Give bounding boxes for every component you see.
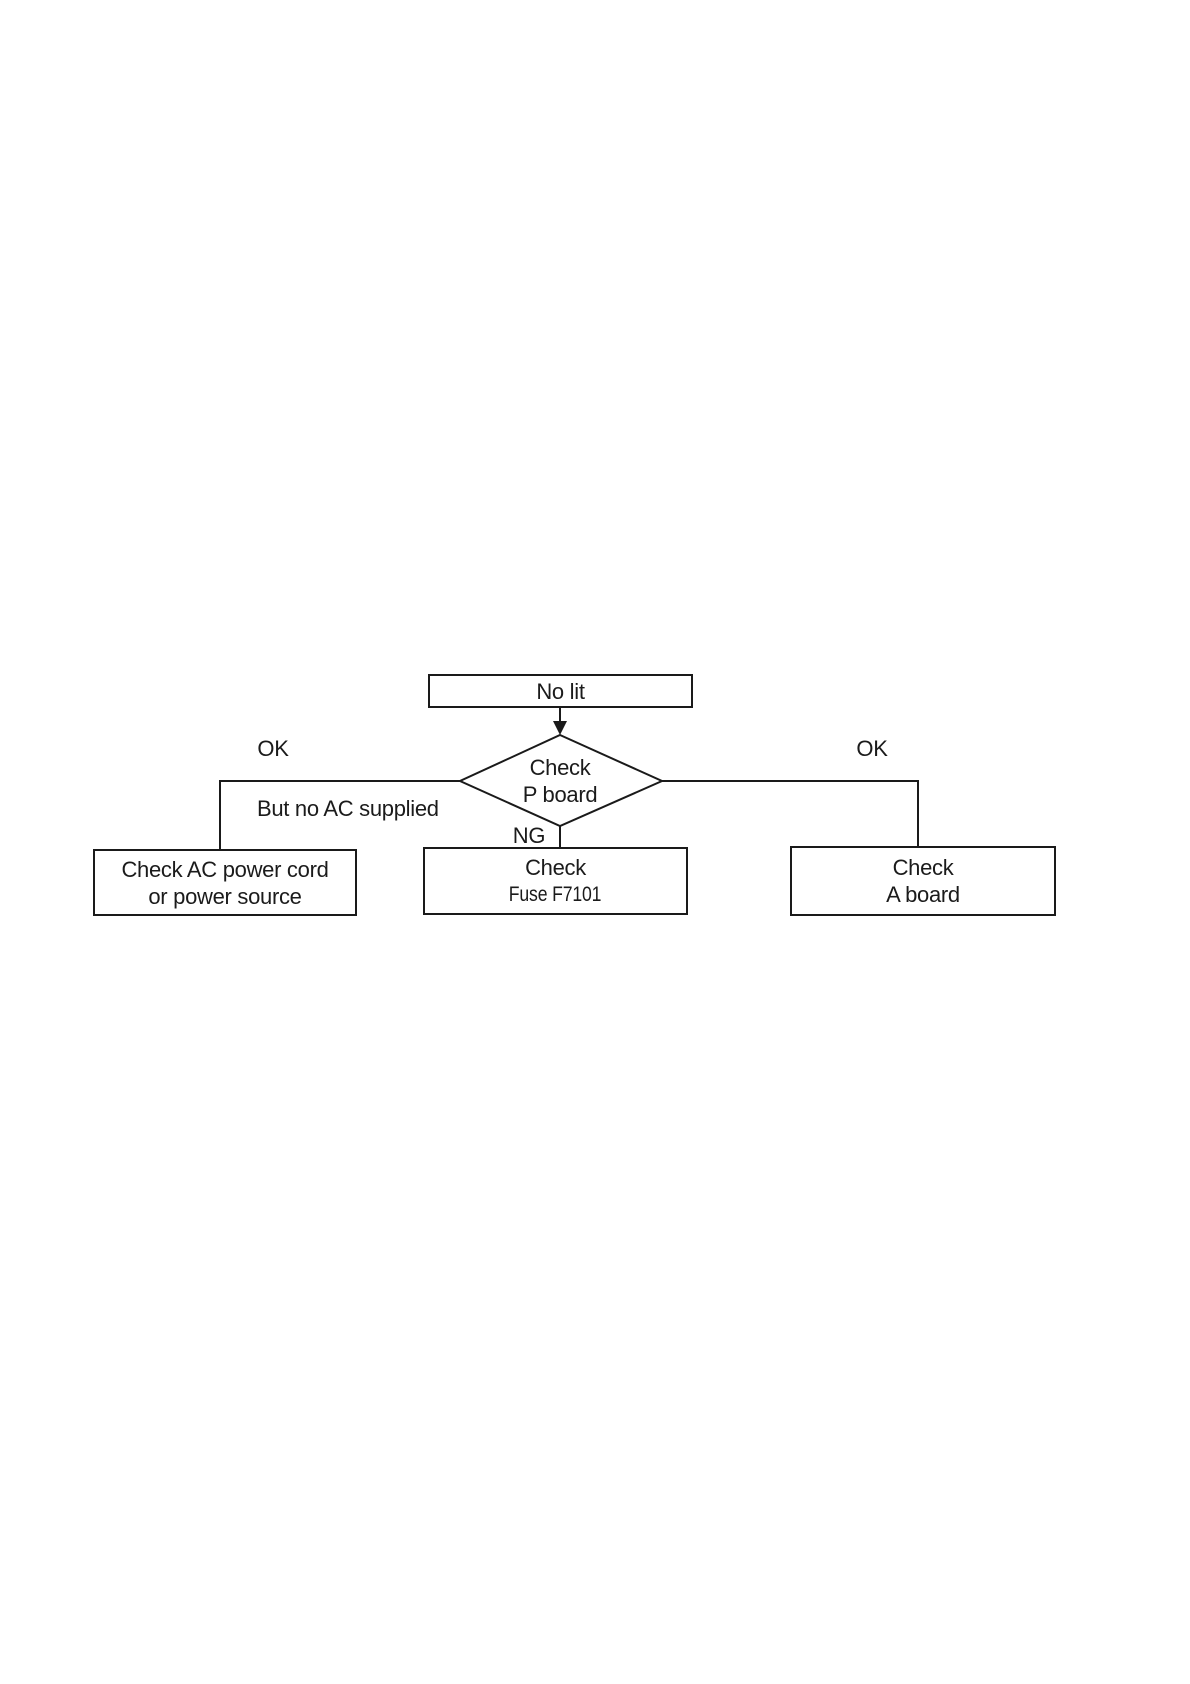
node-check-a-board: Check A board xyxy=(790,846,1056,916)
node-check-a-board-line2: A board xyxy=(886,882,960,907)
edge-label-ok-left: OK xyxy=(257,736,289,761)
connector-decision-to-left xyxy=(219,780,460,850)
connector-decision-to-right xyxy=(662,780,919,849)
edge-label-but-no-ac-supplied: But no AC supplied xyxy=(257,796,439,821)
node-no-lit-label: No lit xyxy=(536,678,585,704)
node-no-lit: No lit xyxy=(428,674,693,708)
node-check-ac-power-cord-line1: Check AC power cord xyxy=(121,856,329,882)
edge-label-ok-right: OK xyxy=(856,736,888,761)
decision-label-line2: P board xyxy=(522,781,598,807)
arrowhead-down-icon xyxy=(553,721,567,735)
node-check-ac-power-cord: Check AC power cord or power source xyxy=(93,849,357,916)
node-check-fuse-line2: Fuse F7101 xyxy=(509,883,602,906)
edge-label-ng: NG xyxy=(512,823,546,848)
node-check-a-board-line1: Check xyxy=(892,855,954,880)
decision-label-line1: Check xyxy=(529,754,591,780)
node-check-fuse: Check Fuse F7101 xyxy=(423,847,688,915)
node-check-ac-power-cord-line2: or power source xyxy=(148,883,302,909)
decision-diamond-shape xyxy=(457,733,665,828)
node-check-fuse-line1: Check xyxy=(525,855,586,880)
decision-node-label: Check P board xyxy=(460,735,660,826)
